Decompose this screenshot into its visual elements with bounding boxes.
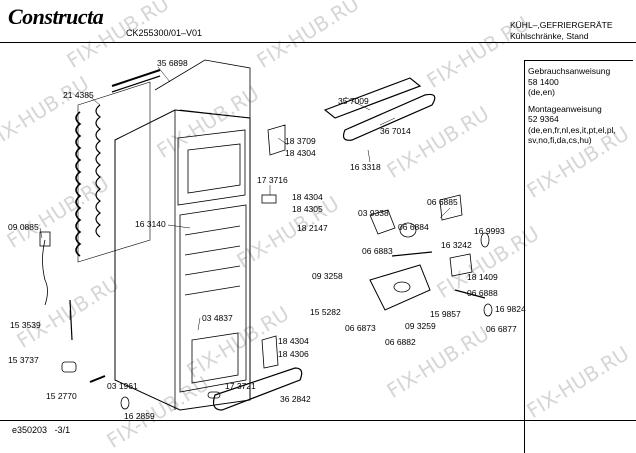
documents-panel xyxy=(524,60,633,453)
thermostat-knob xyxy=(399,222,417,238)
part-label: 18 4304 xyxy=(278,336,309,346)
category-line-1: KÜHL–,GEFRIERGERÄTE xyxy=(510,20,613,30)
control-housing xyxy=(369,264,431,311)
doc-title: Gebrauchsanweisung xyxy=(528,66,611,76)
lamp-holder xyxy=(439,194,463,221)
page-number: -3/1 xyxy=(54,425,71,435)
part-label: 18 4304 xyxy=(285,148,316,158)
part-label: 18 4306 xyxy=(278,349,309,359)
control-knob xyxy=(393,281,411,293)
part-label: 06 6873 xyxy=(345,323,376,333)
part-label: 03 1961 xyxy=(107,381,138,391)
pin xyxy=(89,375,106,383)
doc-number: 52 9364 xyxy=(528,114,559,124)
part-label: 06 6888 xyxy=(467,288,498,298)
part-label: 15 2770 xyxy=(46,391,77,401)
part-label: 06 6883 xyxy=(362,246,393,256)
part-label: 18 4305 xyxy=(292,204,323,214)
category-line-2: Kühlschränke, Stand xyxy=(510,31,589,41)
part-label: 21 4385 xyxy=(63,90,94,100)
part-label: 18 1409 xyxy=(467,272,498,282)
part-label: 35 7009 xyxy=(338,96,369,106)
model-number: CK255300/01–V01 xyxy=(126,28,203,38)
part-label: 06 6882 xyxy=(385,337,416,347)
part-label: 09 0885 xyxy=(8,222,39,232)
part-label: 06 6877 xyxy=(486,324,517,334)
part-label: 09 3259 xyxy=(405,321,436,331)
part-label: 16 9824 xyxy=(495,304,526,314)
plinth xyxy=(212,367,303,411)
part-label: 03 9338 xyxy=(358,208,389,218)
part-label: 18 3709 xyxy=(285,136,316,146)
doc-number: 58 1400 xyxy=(528,76,559,87)
part-label: 16 2859 xyxy=(124,411,155,421)
hinge-plate xyxy=(261,194,277,204)
part-label: 36 7014 xyxy=(380,126,411,136)
drawing-code: e350203 xyxy=(12,425,48,435)
part-label: 15 9857 xyxy=(430,309,461,319)
part-label: 17 3716 xyxy=(257,175,288,185)
bottom-hinge xyxy=(261,335,279,369)
part-label: 09 3258 xyxy=(312,271,343,281)
part-label: 16 3318 xyxy=(350,162,381,172)
header-divider xyxy=(0,42,636,43)
foot-pad xyxy=(207,391,221,399)
documents-list: Gebrauchsanweisung 58 1400 (de,en) Monta… xyxy=(528,66,616,146)
top-cover xyxy=(154,59,251,118)
lamp xyxy=(480,232,490,248)
part-label: 16 3140 xyxy=(135,219,166,229)
switch xyxy=(449,253,473,277)
part-label: 35 6898 xyxy=(157,58,188,68)
footer-divider xyxy=(0,420,636,421)
thermostat xyxy=(369,209,396,235)
doc-title: Montageanweisung xyxy=(528,103,602,114)
part-label: 18 2147 xyxy=(297,223,328,233)
condenser-coil xyxy=(75,69,161,263)
leader-lines xyxy=(39,66,451,331)
foot xyxy=(61,361,77,373)
sensor xyxy=(391,251,433,257)
doc-languages-cont: sv,no,fi,da,cs,hu) xyxy=(528,135,592,145)
doc-languages: (de,en,fr,nl,es,it,pt,el,pl, xyxy=(528,124,616,135)
category: KÜHL–,GEFRIERGERÄTE Kühlschränke, Stand xyxy=(510,20,613,42)
screw-foot xyxy=(120,396,130,410)
part-label: 06 6885 xyxy=(427,197,458,207)
part-label: 15 5282 xyxy=(310,307,341,317)
part-label: 03 4837 xyxy=(202,313,233,323)
cabinet xyxy=(114,109,251,411)
footer-code: e350203 -3/1 xyxy=(12,425,70,435)
brand-logo: Constructa xyxy=(8,4,104,29)
power-cable xyxy=(42,239,48,306)
drain-tube xyxy=(69,299,73,341)
part-label: 06 6884 xyxy=(398,222,429,232)
part-label: 36 2842 xyxy=(280,394,311,404)
part-label: 15 3539 xyxy=(10,320,41,330)
doc-languages: (de,en) xyxy=(528,87,555,97)
part-label: 17 3721 xyxy=(225,381,256,391)
top-trim xyxy=(323,77,422,119)
part-label: 16 9993 xyxy=(474,226,505,236)
cover-cap xyxy=(483,303,493,317)
handle xyxy=(342,93,436,141)
bulb-rod xyxy=(454,289,486,299)
part-label: 15 3737 xyxy=(8,355,39,365)
top-hinge xyxy=(267,124,286,156)
part-label: 18 4304 xyxy=(292,192,323,202)
power-plug xyxy=(39,231,51,247)
part-label: 16 3242 xyxy=(441,240,472,250)
